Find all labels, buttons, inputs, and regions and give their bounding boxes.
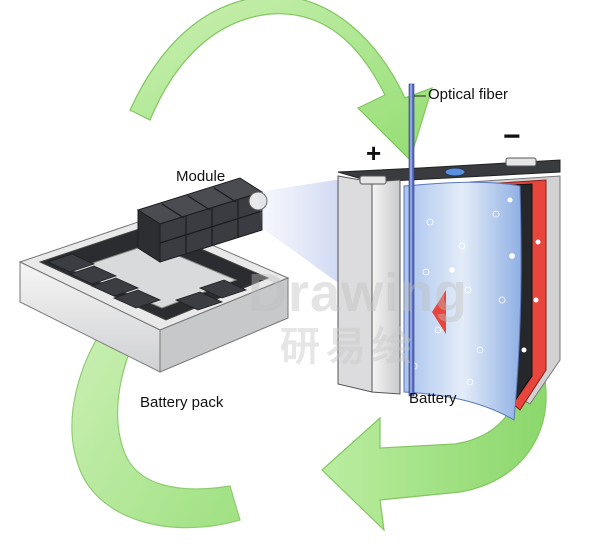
watermark-cjk-text: 研易绘 xyxy=(280,325,418,369)
watermark-text: Drawing xyxy=(248,263,469,323)
battery-cell xyxy=(337,83,561,421)
positive-terminal xyxy=(359,175,387,185)
positive-symbol: + xyxy=(366,138,382,168)
battery-pack xyxy=(18,217,290,373)
electrolyte-sheet xyxy=(403,181,522,421)
battery-label: Battery xyxy=(409,390,457,407)
negative-symbol: − xyxy=(503,120,521,153)
pack-cells xyxy=(46,253,248,311)
zoom-beam xyxy=(258,178,348,290)
module xyxy=(136,177,268,263)
module-label: Module xyxy=(176,168,226,185)
recycle-arrow-top xyxy=(129,0,433,162)
negative-terminal xyxy=(505,157,537,167)
optical-fiber-label: Optical fiber xyxy=(428,86,509,103)
battery-pack-label: Battery pack xyxy=(140,394,224,411)
red-triangle-marker xyxy=(432,290,446,334)
